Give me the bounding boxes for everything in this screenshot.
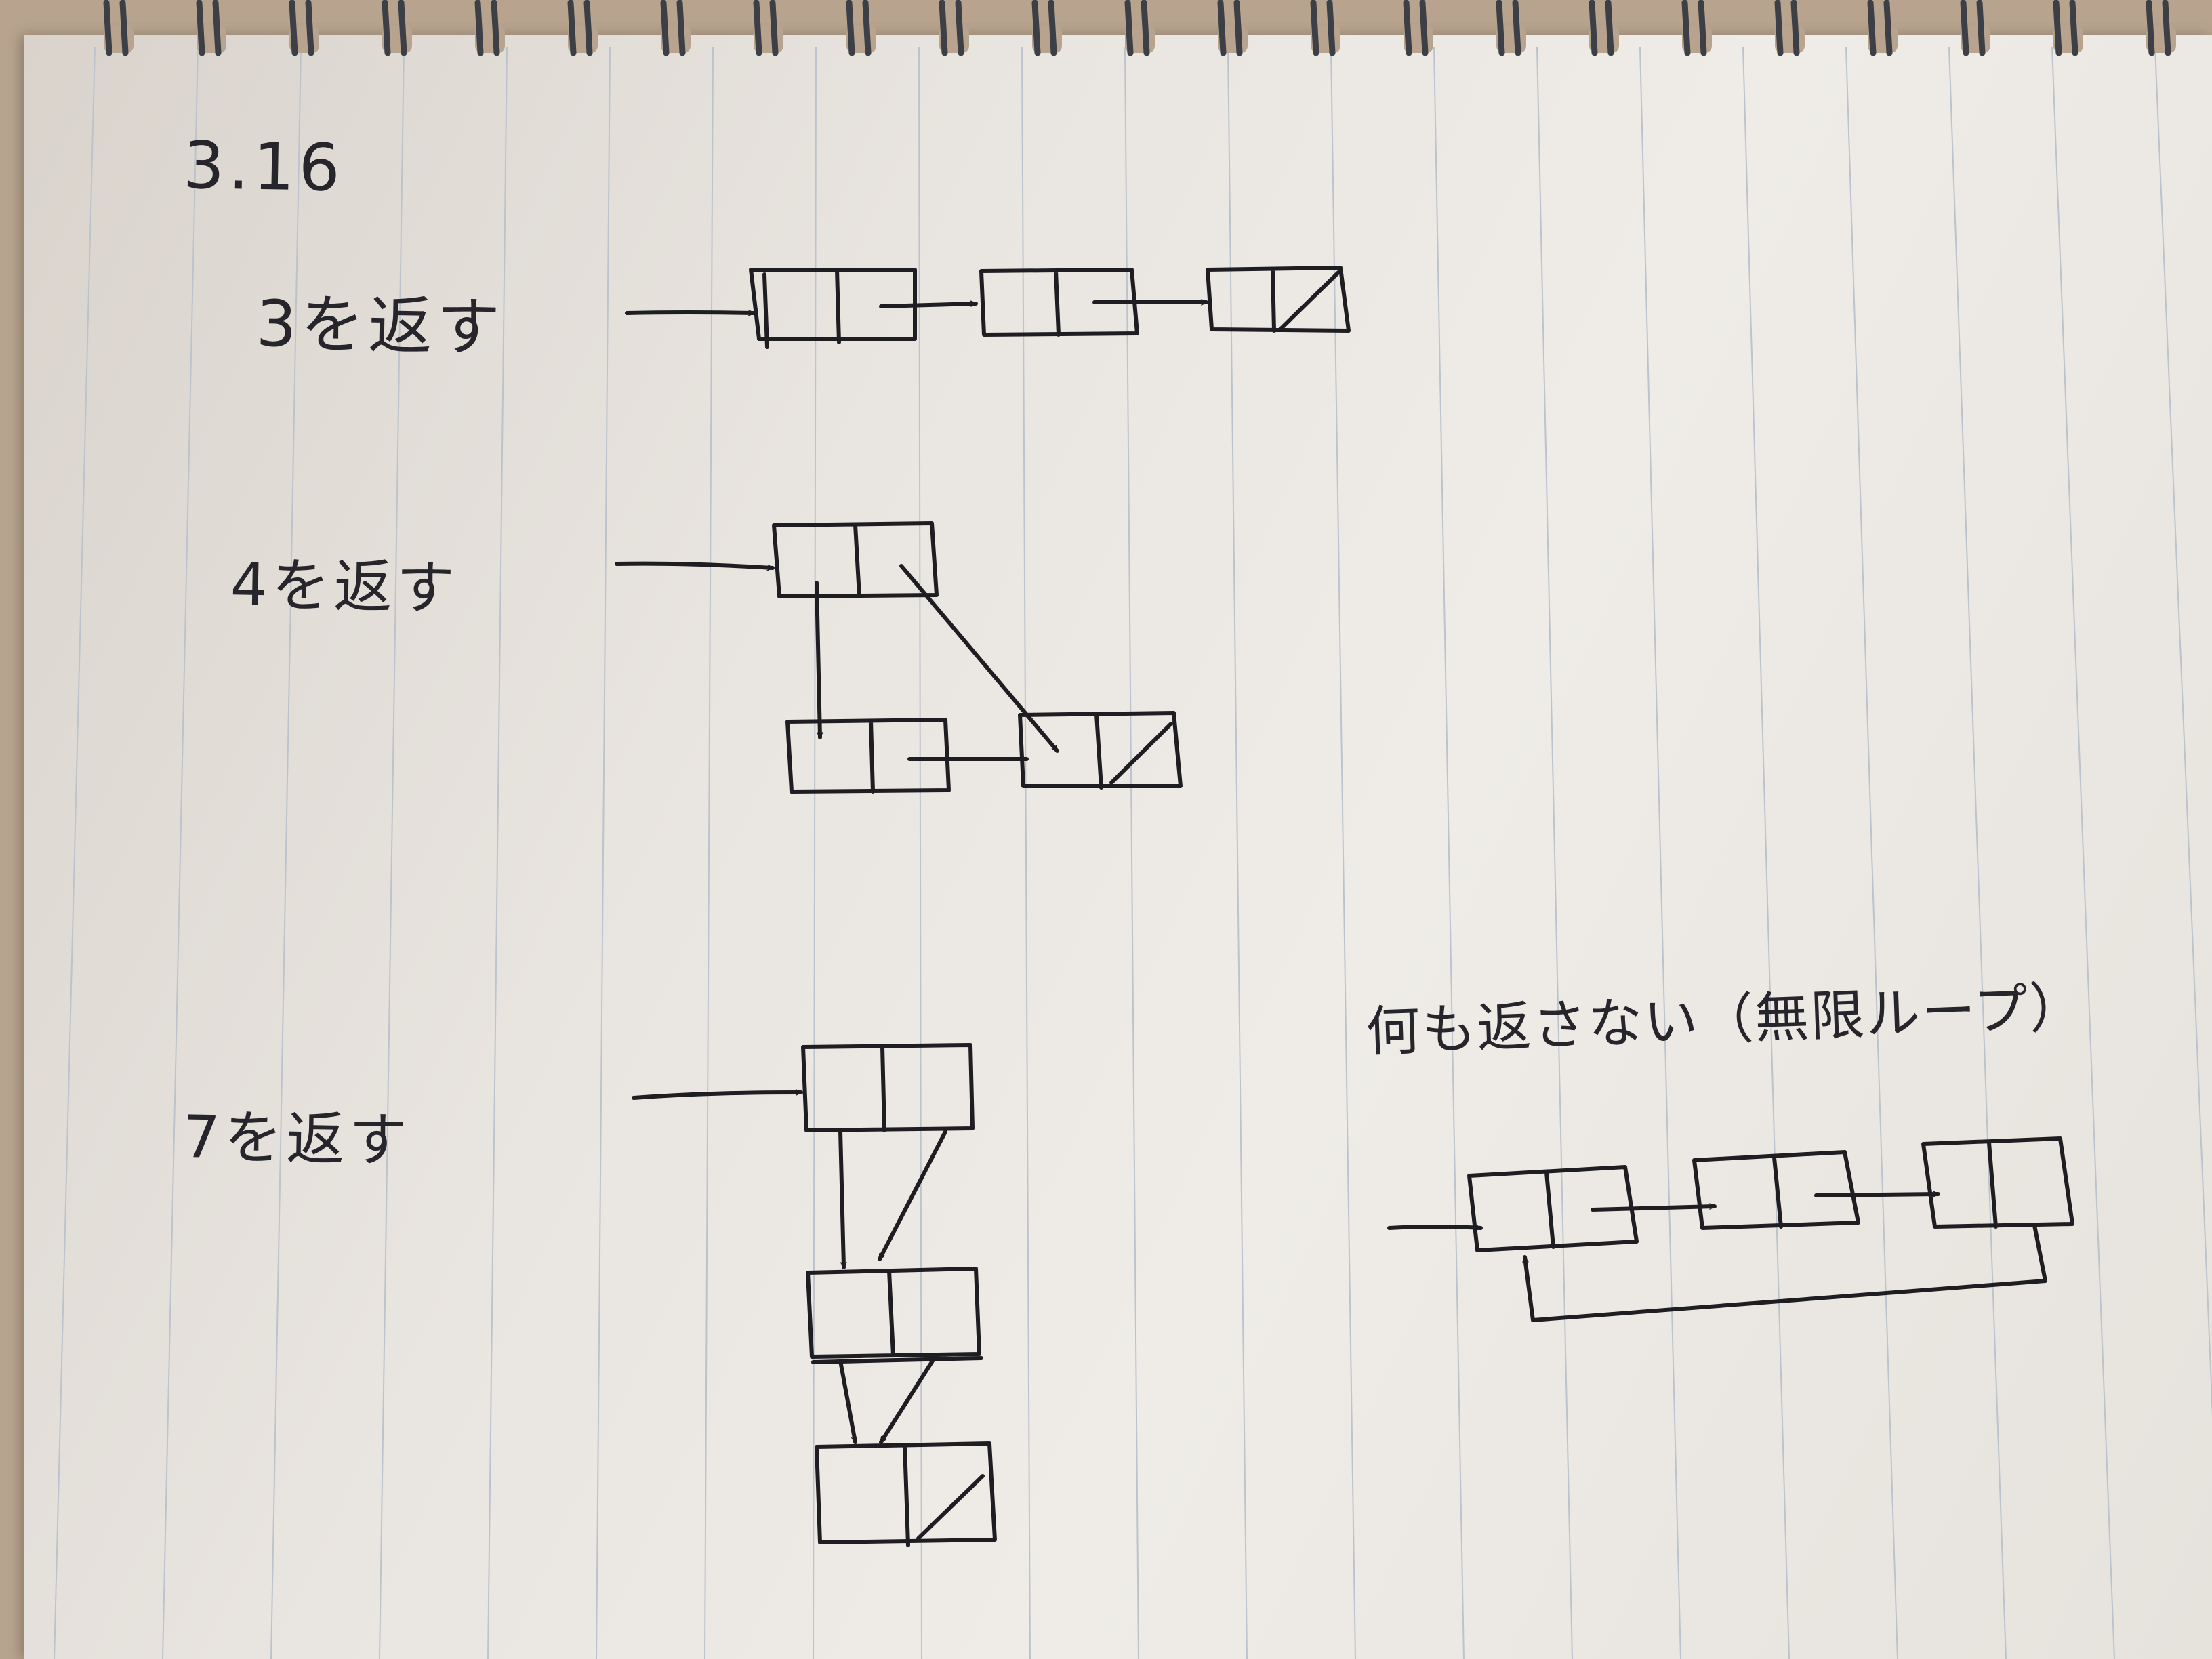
cons-cell — [1206, 266, 1351, 333]
binding-ring — [1681, 0, 1712, 56]
binding-ring — [1867, 0, 1898, 56]
label-returns-4: 4を返す — [230, 551, 459, 623]
car-arrow — [838, 1128, 844, 1269]
ruled-line — [162, 47, 199, 1659]
cdr-arrow — [879, 304, 978, 308]
cons-cell — [749, 268, 917, 349]
notebook-page — [24, 35, 2212, 1659]
binding-ring — [1496, 0, 1526, 56]
cons-cell — [1467, 1165, 1639, 1252]
ruled-line — [2154, 47, 2212, 1418]
ruled-line — [1948, 47, 2007, 1659]
label-returns-3: 3を返す — [255, 287, 505, 366]
binding-ring — [2146, 0, 2176, 56]
cons-cell — [772, 521, 939, 598]
ruled-line — [1536, 47, 1573, 1659]
ruled-line — [1845, 47, 1898, 1659]
ruled-line — [54, 47, 96, 1659]
binding-ring — [196, 0, 226, 56]
entry-arrow — [1387, 1225, 1483, 1228]
binding-ring — [1217, 0, 1248, 56]
cons-cell — [785, 718, 951, 794]
binding-ring — [567, 0, 598, 56]
loop-back-arrow — [1525, 1223, 2047, 1322]
null-slash — [916, 1474, 985, 1540]
binding-ring — [1403, 0, 1433, 56]
binding-ring — [1960, 0, 1990, 56]
cons-cell — [806, 1267, 983, 1364]
entry-arrow — [632, 1092, 803, 1100]
ruled-line — [704, 47, 714, 1659]
ruled-line — [487, 47, 508, 1659]
diagram-returns-3 — [625, 266, 1351, 349]
cdr-arrow — [1591, 1206, 1717, 1212]
binding-ring — [2053, 0, 2083, 56]
binding-ring — [660, 0, 691, 56]
binding-ring — [939, 0, 969, 56]
diagram-returns-7 — [632, 1043, 997, 1547]
cdr-arrow — [879, 1357, 936, 1444]
spiral-binding — [103, 0, 2176, 56]
cdr-arrow — [1814, 1194, 1940, 1197]
cons-cell — [1921, 1136, 2074, 1229]
cdr-arrow — [899, 564, 1059, 753]
binding-ring — [1774, 0, 1805, 56]
diagram-returns-4 — [615, 521, 1183, 794]
ruled-line — [1433, 47, 1465, 1659]
binding-ring — [474, 0, 505, 56]
binding-ring — [1589, 0, 1619, 56]
ruled-line — [918, 47, 922, 1659]
cdr-arrow — [878, 1130, 947, 1261]
date-heading: 3.16 — [182, 127, 345, 207]
ruled-line — [379, 47, 405, 1659]
ruled-line — [270, 47, 302, 1659]
label-returns-7: 7を返す — [182, 1103, 412, 1175]
car-arrow — [815, 581, 820, 739]
ruled-line — [596, 47, 611, 1659]
diagram-returns-nothing — [1387, 1136, 2074, 1322]
binding-ring — [1310, 0, 1340, 56]
ruled-line — [1124, 47, 1139, 1659]
null-slash — [1109, 722, 1173, 785]
car-arrow — [838, 1359, 855, 1444]
binding-ring — [1031, 0, 1062, 56]
ruled-line — [1227, 47, 1248, 1659]
cons-cell — [815, 1441, 997, 1547]
ruled-line — [1021, 47, 1031, 1659]
binding-ring — [1124, 0, 1155, 56]
binding-ring — [289, 0, 319, 56]
ruled-line — [2051, 47, 2115, 1659]
ruled-lines — [54, 47, 2212, 1659]
binding-ring — [846, 0, 876, 56]
cons-cell — [1692, 1150, 1860, 1230]
ruled-line — [813, 47, 817, 1659]
binding-ring — [753, 0, 783, 56]
cons-cell — [801, 1043, 975, 1132]
cons-cell — [979, 268, 1139, 337]
entry-arrow — [625, 312, 756, 313]
entry-arrow — [615, 561, 775, 568]
cons-cell — [1018, 711, 1183, 790]
ruled-line — [1330, 47, 1356, 1659]
ruled-line — [1639, 47, 1681, 1659]
null-slash — [1279, 270, 1340, 331]
ruled-line — [1742, 47, 1790, 1659]
binding-ring — [103, 0, 134, 56]
binding-ring — [382, 0, 412, 56]
